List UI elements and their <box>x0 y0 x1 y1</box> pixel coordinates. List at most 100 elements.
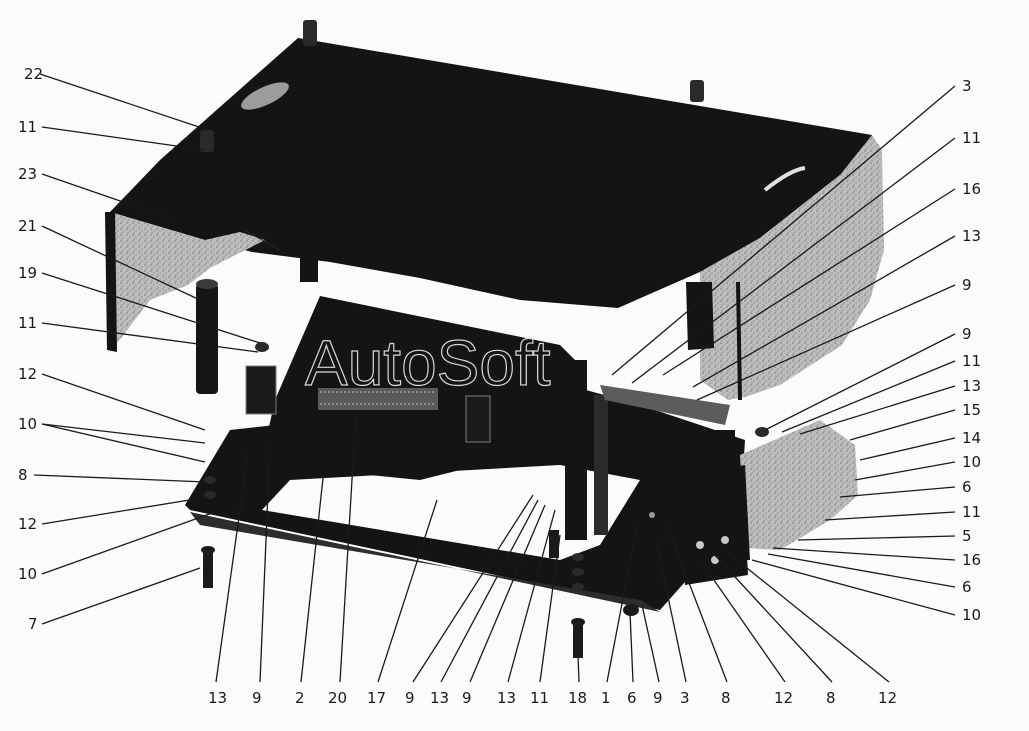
leader-bottom-3 <box>300 477 324 683</box>
callout-bottom-5: 17 <box>367 689 386 707</box>
leader-bottom-13 <box>629 611 634 683</box>
callout-bottom-17: 12 <box>774 689 793 707</box>
callout-bottom-7: 13 <box>430 689 449 707</box>
callout-bottom-13: 6 <box>627 689 637 707</box>
bolt-7 <box>201 546 215 588</box>
leader-left-10 <box>41 496 209 525</box>
callout-right-8: 13 <box>962 377 981 395</box>
callout-left-4: 21 <box>18 217 37 235</box>
small-bracket <box>640 505 668 585</box>
leader-bottom-6 <box>412 494 534 683</box>
leader-bottom-17 <box>699 559 786 683</box>
leader-bottom-5 <box>377 499 438 683</box>
callout-left-12: 7 <box>28 615 38 633</box>
leader-bottom-9 <box>507 509 556 683</box>
leader-left-4 <box>41 225 201 301</box>
callout-left-10: 12 <box>18 515 37 533</box>
bolt-18 <box>571 618 585 658</box>
cover-left-edge <box>105 212 117 352</box>
leader-left-12 <box>41 567 201 625</box>
leader-left-8b <box>41 423 206 463</box>
callout-right-1: 3 <box>962 77 972 95</box>
callout-left-11: 10 <box>18 565 37 583</box>
tray-block-mid <box>465 395 491 443</box>
leader-left-2 <box>41 126 206 151</box>
cover-post <box>300 250 318 282</box>
callout-right-7: 11 <box>962 352 981 370</box>
callout-bottom-14: 9 <box>653 689 663 707</box>
cover-top-panel <box>110 38 872 308</box>
callout-right-6: 9 <box>962 325 972 343</box>
callout-bottom-16: 8 <box>721 689 731 707</box>
leader-right-5 <box>696 284 956 401</box>
cover-handle-slot <box>763 166 806 192</box>
leader-left-8 <box>41 423 206 444</box>
leader-left-6 <box>41 322 259 353</box>
callout-left-1: 22 <box>24 65 43 83</box>
cover <box>105 20 884 401</box>
callout-bottom-4: 20 <box>328 689 347 707</box>
leader-right-15 <box>772 547 956 561</box>
callout-left-9: 8 <box>18 466 28 484</box>
leader-bottom-7 <box>440 499 539 683</box>
leader-bottom-19 <box>721 547 890 683</box>
leader-right-3 <box>662 188 956 376</box>
leader-bottom-18 <box>711 551 833 683</box>
callout-right-11: 10 <box>962 453 981 471</box>
leader-right-11 <box>854 461 956 481</box>
base-frame-opening <box>262 465 640 560</box>
callout-right-9: 15 <box>962 401 981 419</box>
leader-bottom-12 <box>606 519 639 683</box>
leader-right-7 <box>781 360 956 433</box>
leader-bottom-10 <box>539 534 561 683</box>
callout-labels: 2211232119111210812107311161399111315141… <box>18 65 981 707</box>
cover-stud-3 <box>200 130 214 152</box>
callout-right-17: 10 <box>962 606 981 624</box>
leader-bottom-16 <box>664 519 728 683</box>
leader-left-7 <box>41 373 206 431</box>
callout-left-7: 12 <box>18 365 37 383</box>
leader-right-1 <box>611 85 956 376</box>
cover-right-side <box>700 135 884 400</box>
leader-left-1 <box>39 73 209 131</box>
leader-bottom-1 <box>215 451 249 683</box>
leader-right-12 <box>839 486 956 498</box>
cover-stud-1 <box>303 20 317 46</box>
watermark: AutoSoft <box>305 327 551 399</box>
callout-bottom-18: 8 <box>826 689 836 707</box>
callout-right-12: 6 <box>962 478 972 496</box>
callout-bottom-2: 9 <box>252 689 262 707</box>
callout-right-5: 9 <box>962 276 972 294</box>
tray <box>245 296 575 480</box>
leader-bottom-4 <box>339 411 357 683</box>
leader-right-2 <box>631 137 956 384</box>
leader-right-6 <box>764 333 956 431</box>
callout-bottom-9: 13 <box>497 689 516 707</box>
callout-bottom-8: 9 <box>462 689 472 707</box>
leader-bottom-2 <box>259 444 271 683</box>
cover-right-flap <box>686 282 714 350</box>
leader-bottom-8 <box>469 504 546 683</box>
callout-bottom-6: 9 <box>405 689 415 707</box>
leader-bottom-15 <box>655 539 687 683</box>
leader-right-16 <box>767 553 956 588</box>
callout-left-5: 19 <box>18 264 37 282</box>
callout-right-16: 6 <box>962 578 972 596</box>
cover-vent-slot <box>241 82 289 110</box>
callout-bottom-15: 3 <box>680 689 690 707</box>
leader-left-11 <box>41 511 216 575</box>
vertical-post <box>565 360 608 540</box>
terminal-block <box>680 515 748 585</box>
leader-right-13 <box>824 511 956 521</box>
callout-bottom-19: 12 <box>878 689 897 707</box>
tray-block-left <box>245 365 277 415</box>
callout-bottom-10: 11 <box>530 689 549 707</box>
callout-right-4: 13 <box>962 227 981 245</box>
callout-bottom-12: 1 <box>601 689 611 707</box>
callout-bottom-3: 2 <box>295 689 305 707</box>
callout-right-13: 11 <box>962 503 981 521</box>
leader-bottom-14 <box>641 604 660 683</box>
callout-right-15: 16 <box>962 551 981 569</box>
long-bolt <box>196 279 218 394</box>
